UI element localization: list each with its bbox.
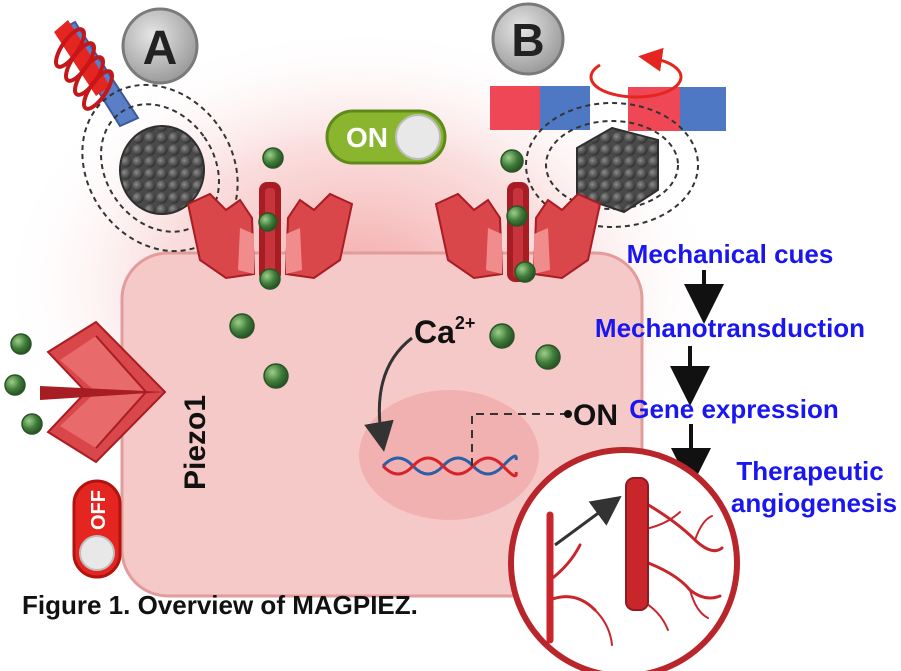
off-switch-label: OFF [88, 490, 110, 530]
calcium-ion [21, 413, 43, 435]
gene-on-connector [471, 413, 566, 466]
piezo1-label: Piezo1 [179, 395, 212, 490]
calcium-ion [262, 147, 284, 169]
bar-magnet-right [628, 87, 726, 131]
calcium-label: Ca2+ [414, 313, 475, 350]
calcium-ion [229, 313, 255, 339]
pathway-step-mechanical-cues: Mechanical cues [627, 239, 834, 269]
calcium-ion [500, 149, 524, 173]
magnetic-probe-icon [54, 20, 140, 128]
pathway-flow: Mechanical cues Mechanotransduction Gene… [595, 239, 897, 518]
dna-helix-icon [381, 454, 518, 478]
piezo1-closed-channel [40, 320, 167, 464]
calcium-ions [4, 147, 561, 435]
calcium-ion [535, 344, 561, 370]
off-switch: OFF [72, 479, 122, 579]
calcium-ion [258, 212, 278, 232]
calcium-ion [263, 363, 289, 389]
pathway-step-mechanotransduction: Mechanotransduction [595, 313, 865, 343]
gene-on-dot [564, 410, 572, 418]
on-switch-label: ON [346, 122, 388, 153]
calcium-ion [506, 205, 528, 227]
angiogenesis-inset [508, 447, 740, 671]
figure-caption: Figure 1. Overview of MAGPIEZ. [22, 590, 418, 620]
signal-arrow [364, 336, 413, 452]
panel-a-badge [121, 7, 199, 85]
nucleus [359, 390, 539, 520]
calcium-ion [4, 374, 26, 396]
calcium-symbol: Ca [414, 314, 455, 350]
calcium-ion [10, 333, 32, 355]
nanoparticle-cluster-a [119, 125, 205, 215]
panel-b-label: B [511, 14, 544, 66]
gene-on-label: ON [573, 399, 618, 432]
calcium-ion [489, 323, 515, 349]
panel-a-label: A [143, 22, 178, 75]
calcium-charge: 2+ [455, 313, 476, 333]
calcium-ion [514, 261, 536, 283]
panel-b-badge [491, 2, 565, 76]
on-switch: ON [325, 109, 447, 165]
rotation-arrow-icon [589, 47, 683, 99]
bar-magnet-left [490, 86, 590, 130]
pathway-step-gene-expression: Gene expression [629, 394, 839, 424]
magnetic-field-lines-b [525, 102, 699, 228]
pathway-step-therapeutic: Therapeutic [736, 456, 883, 486]
pathway-step-angiogenesis: angiogenesis [731, 488, 897, 518]
calcium-ion [259, 268, 281, 290]
magnetic-field-lines-a [81, 83, 239, 253]
piezo1-channel-a [187, 181, 353, 283]
